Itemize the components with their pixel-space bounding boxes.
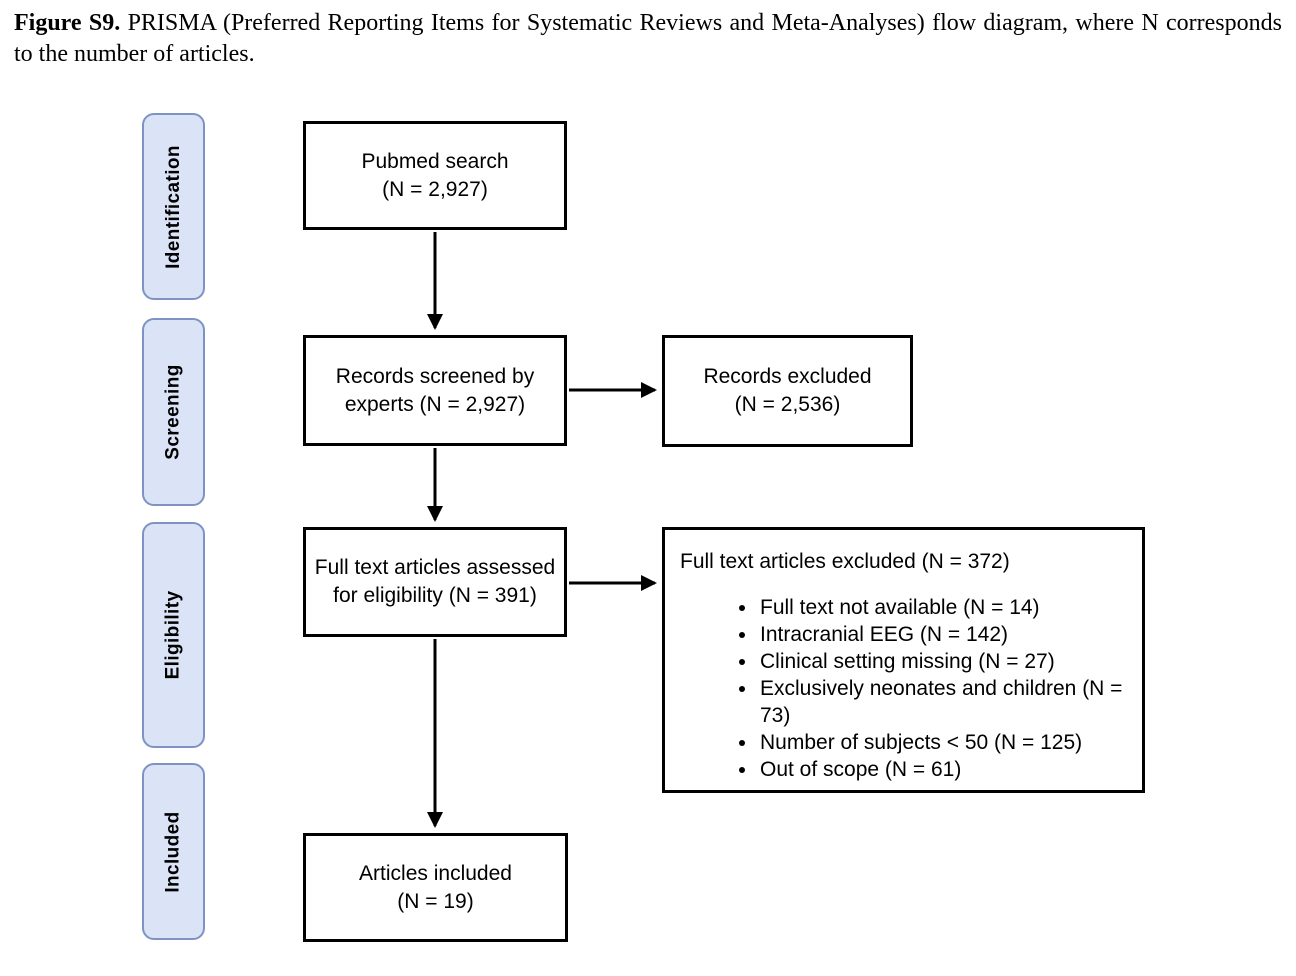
stage-screening: Screening xyxy=(142,318,205,506)
node-records-excluded-label: Records excluded (N = 2,536) xyxy=(703,365,872,416)
stage-included-label: Included xyxy=(162,810,184,893)
node-pubmed-search-label: Pubmed search (N = 2,927) xyxy=(361,149,509,201)
figure-caption: Figure S9. PRISMA (Preferred Reporting I… xyxy=(14,8,1282,70)
exclusion-reason: Number of subjects < 50 (N = 125) xyxy=(758,729,1130,756)
fulltext-excluded-reasons: Full text not available (N = 14) Intracr… xyxy=(680,594,1130,783)
stage-identification: Identification xyxy=(142,113,205,300)
exclusion-reason: Out of scope (N = 61) xyxy=(758,756,1130,783)
exclusion-reason: Intracranial EEG (N = 142) xyxy=(758,621,1130,648)
exclusion-reason: Exclusively neonates and children (N = 7… xyxy=(758,675,1130,729)
exclusion-reason: Clinical setting missing (N = 27) xyxy=(758,648,1130,675)
stage-eligibility-label: Eligibility xyxy=(162,590,184,680)
stage-included: Included xyxy=(142,763,205,940)
stage-identification-label: Identification xyxy=(162,144,184,269)
node-records-excluded: Records excluded (N = 2,536) xyxy=(662,335,913,447)
node-fulltext-assessed-label: Full text articles assessed for eligibil… xyxy=(314,556,556,607)
fulltext-excluded-title: Full text articles excluded (N = 372) xyxy=(680,550,1010,573)
figure-caption-text: PRISMA (Preferred Reporting Items for Sy… xyxy=(14,10,1282,67)
node-pubmed-search: Pubmed search (N = 2,927) xyxy=(303,121,567,230)
stage-eligibility: Eligibility xyxy=(142,522,205,748)
exclusion-reason: Full text not available (N = 14) xyxy=(758,594,1130,621)
stage-screening-label: Screening xyxy=(162,364,184,460)
node-fulltext-excluded: Full text articles excluded (N = 372) Fu… xyxy=(662,527,1145,793)
node-records-screened: Records screened by experts (N = 2,927) xyxy=(303,335,567,446)
node-records-screened-label: Records screened by experts (N = 2,927) xyxy=(335,364,535,416)
node-articles-included-label: Articles included (N = 19) xyxy=(359,861,512,913)
node-fulltext-assessed: Full text articles assessed for eligibil… xyxy=(303,527,567,637)
node-articles-included: Articles included (N = 19) xyxy=(303,833,568,942)
figure-caption-label: Figure S9. xyxy=(14,10,121,36)
